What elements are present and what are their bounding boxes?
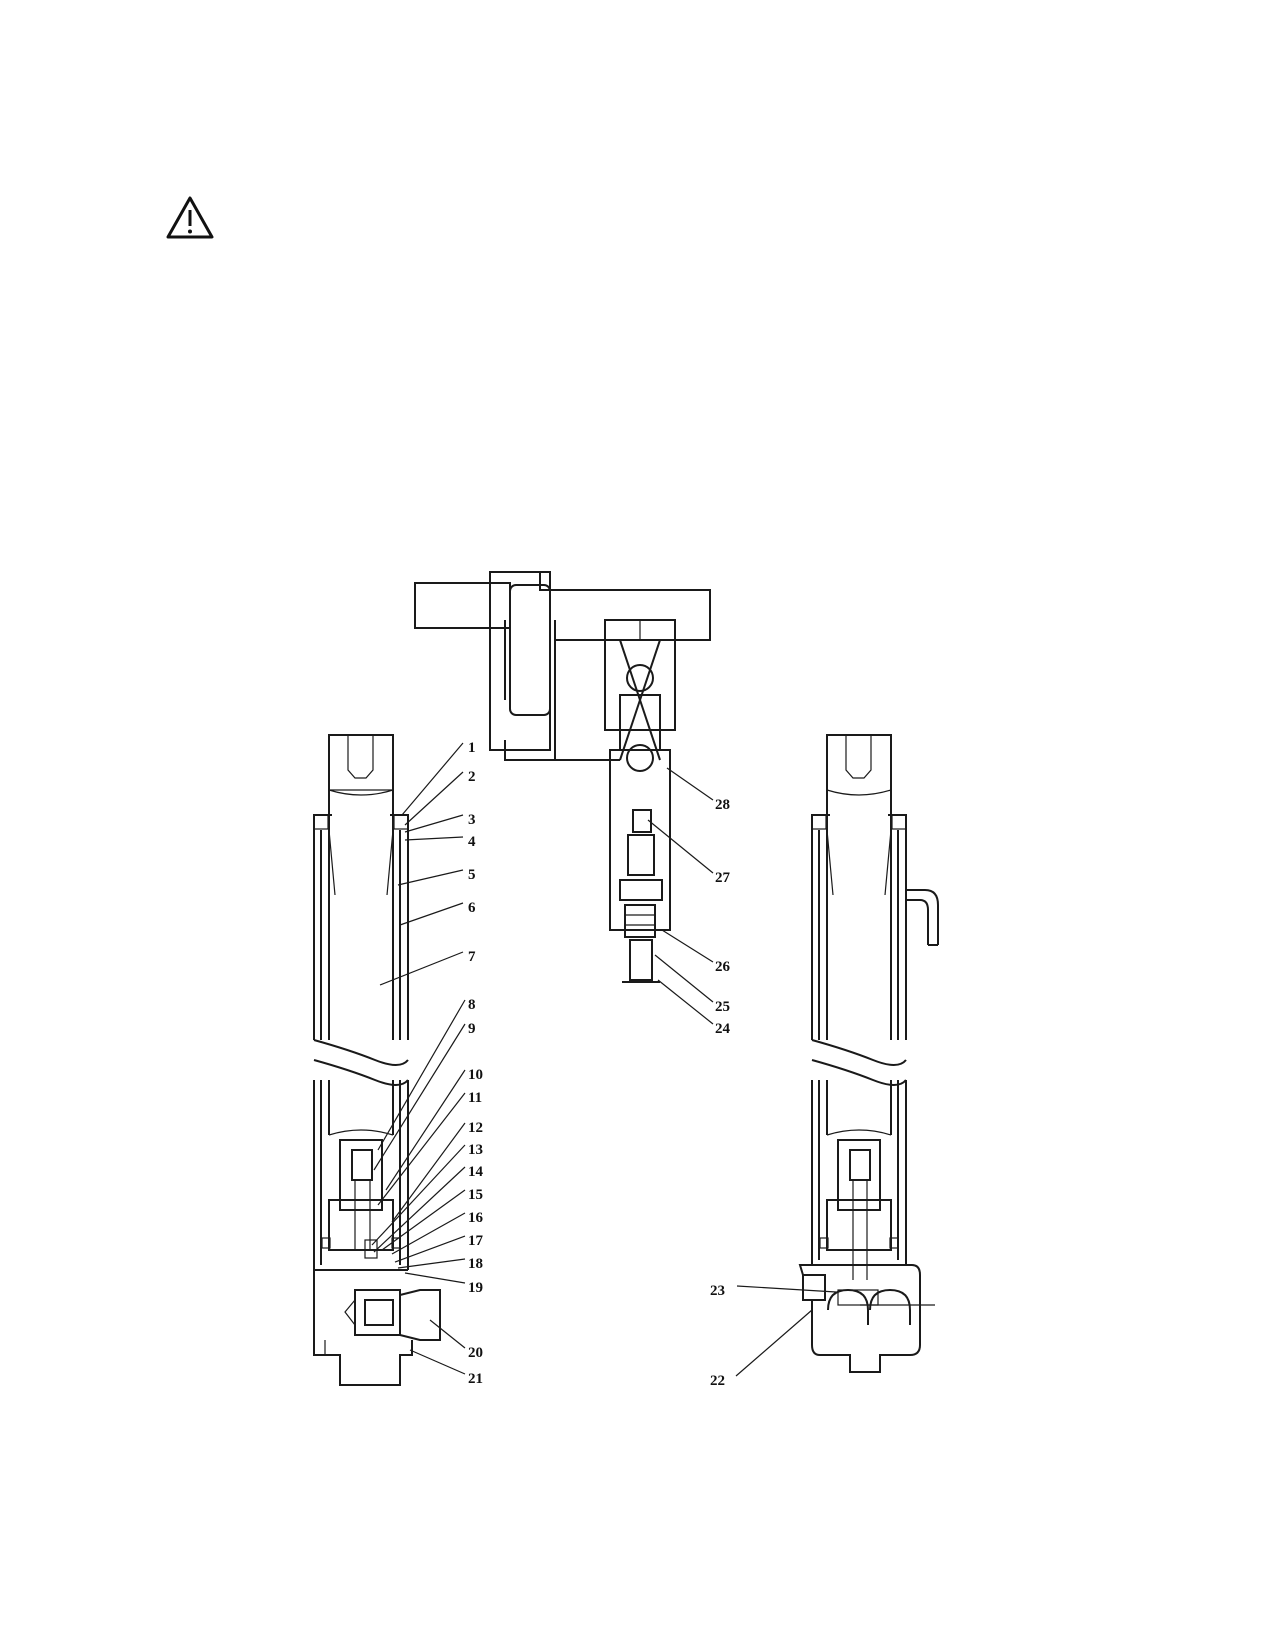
callout-26: 26 bbox=[715, 959, 731, 975]
callout-24: 24 bbox=[715, 1021, 731, 1037]
callout-23: 23 bbox=[710, 1283, 725, 1299]
right-cylinder-section bbox=[798, 734, 939, 1373]
callout-19: 19 bbox=[468, 1280, 483, 1296]
callout-4: 4 bbox=[468, 834, 476, 850]
callout-11: 11 bbox=[468, 1090, 482, 1106]
left-cylinder-section bbox=[313, 734, 441, 1386]
callout-21: 21 bbox=[468, 1371, 483, 1387]
callout-16: 16 bbox=[468, 1210, 484, 1226]
callout-20: 20 bbox=[468, 1345, 483, 1361]
callout-27: 27 bbox=[715, 870, 731, 886]
warning-triangle-icon bbox=[166, 196, 214, 239]
callout-labels: 1 2 3 4 5 6 7 8 9 10 11 12 13 14 15 16 1… bbox=[468, 740, 731, 1389]
callout-8: 8 bbox=[468, 997, 476, 1013]
callout-5: 5 bbox=[468, 867, 476, 883]
callout-1: 1 bbox=[468, 740, 476, 756]
callout-28: 28 bbox=[715, 797, 730, 813]
callout-7: 7 bbox=[468, 949, 476, 965]
callout-2: 2 bbox=[468, 769, 476, 785]
callout-15: 15 bbox=[468, 1187, 483, 1203]
callout-leader-lines bbox=[371, 742, 837, 1377]
callout-14: 14 bbox=[468, 1164, 484, 1180]
callout-18: 18 bbox=[468, 1256, 483, 1272]
callout-9: 9 bbox=[468, 1021, 476, 1037]
callout-13: 13 bbox=[468, 1142, 483, 1158]
callout-3: 3 bbox=[468, 812, 476, 828]
callout-17: 17 bbox=[468, 1233, 484, 1249]
callout-12: 12 bbox=[468, 1120, 483, 1136]
callout-6: 6 bbox=[468, 900, 476, 916]
callout-25: 25 bbox=[715, 999, 730, 1015]
top-mount-assembly bbox=[414, 571, 711, 983]
callout-22: 22 bbox=[710, 1373, 725, 1389]
callout-10: 10 bbox=[468, 1067, 483, 1083]
